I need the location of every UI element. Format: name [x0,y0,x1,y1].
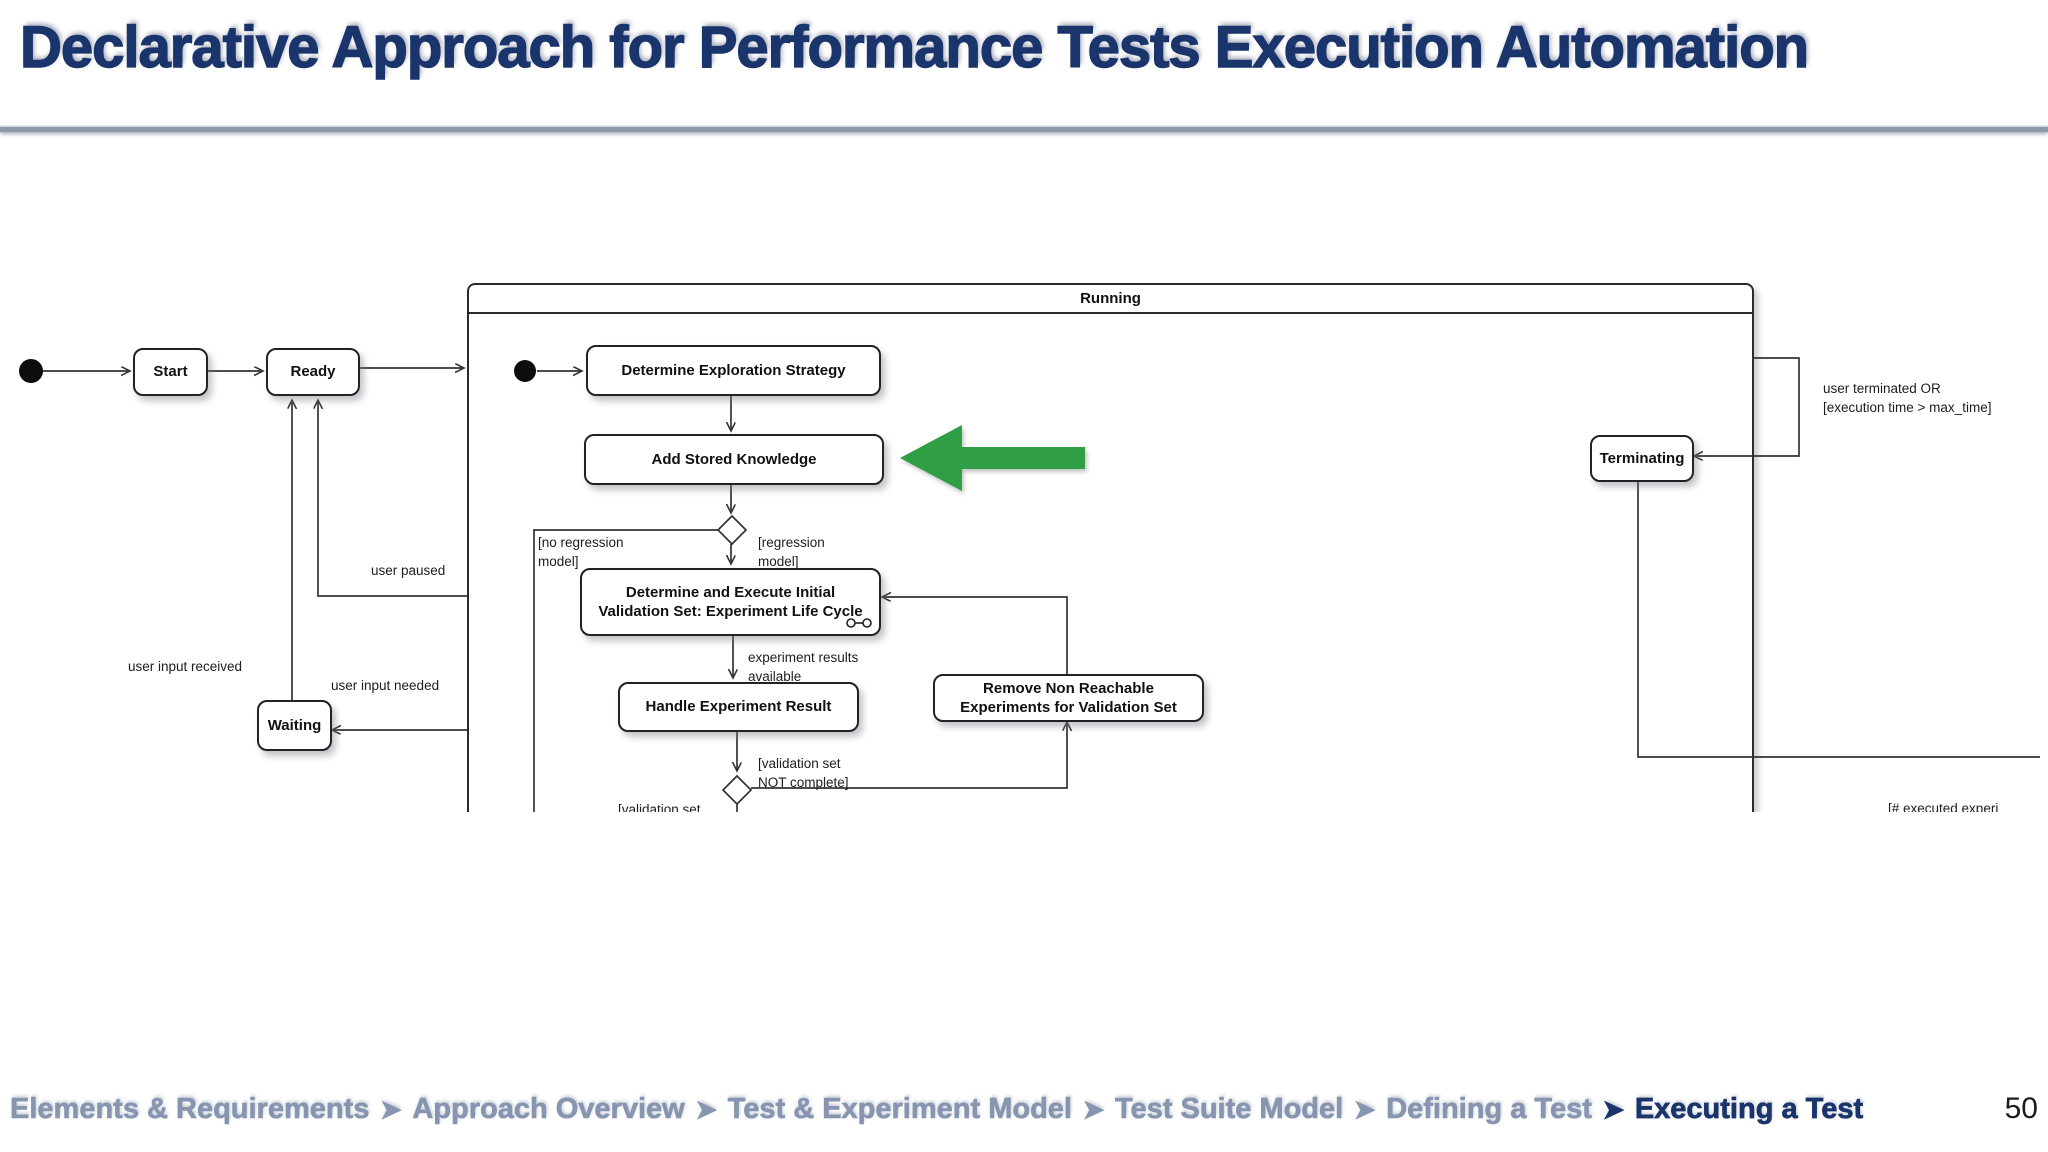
transition-running-to-ready [318,400,467,597]
guard-executed-experiments-partial: [# executed experi [1888,801,1999,812]
action-remove-non-reachable: Remove Non Reachable Experiments for Val… [933,674,1204,722]
state-diagram-canvas [19,357,2040,812]
inner-initial-state-dot [514,360,536,382]
state-waiting: Waiting [257,700,332,751]
state-ready: Ready [266,348,360,396]
action-determine-exploration-strategy: Determine Exploration Strategy [586,345,881,396]
guard-validation-set-not-complete: [validation set NOT complete] [758,756,849,790]
transition-running-to-terminating [1694,357,1800,456]
breadcrumb-separator-icon: ➤ [1602,1096,1625,1125]
guard-validation-set-partial: [validation set [618,802,701,812]
guard-no-regression-model: [no regression model] [538,535,624,569]
label-user-input-needed: user input needed [331,678,440,693]
breadcrumb-item-defining-a-test: Defining a Test [1386,1093,1592,1126]
breadcrumb-item-approach-overview: Approach Overview [412,1093,685,1126]
label-user-paused: user paused [371,563,446,578]
breadcrumb: Elements & Requirements ➤ Approach Overv… [10,1092,2038,1126]
guard-user-terminated: user terminated OR [execution time > max… [1823,381,1992,415]
action-determine-execute-initial-validation: Determine and Execute Initial Validation… [580,568,881,636]
transition-terminating-down-clipped [1637,478,2040,758]
decision-diamond-validation [721,774,753,806]
breadcrumb-item-test-suite-model: Test Suite Model [1114,1093,1344,1126]
breadcrumb-separator-icon: ➤ [695,1096,717,1125]
action-add-stored-knowledge: Add Stored Knowledge [584,434,884,485]
state-start: Start [133,348,208,396]
initial-state-dot [19,359,43,383]
breadcrumb-item-elements-requirements: Elements & Requirements [10,1093,370,1126]
running-state-title: Running [469,285,1752,314]
page-number: 50 [2004,1092,2038,1125]
label-experiment-results-available: experiment results available [748,650,859,684]
breadcrumb-item-executing-a-test: Executing a Test [1634,1093,1864,1126]
action-handle-experiment-result: Handle Experiment Result [618,682,859,732]
composite-state-icon [846,618,872,628]
transition-not-complete-to-remove [751,722,1067,789]
label-user-input-received: user input received [128,659,243,674]
decision-diamond-regression [716,514,748,546]
guard-regression-model: [regression model] [758,535,825,569]
running-composite-state: Running [467,283,1754,812]
breadcrumb-item-test-experiment-model: Test & Experiment Model [727,1093,1072,1126]
highlight-arrow-icon [900,425,1085,491]
slide-title: Declarative Approach for Performance Tes… [19,14,1809,80]
breadcrumb-separator-icon: ➤ [1082,1096,1105,1125]
breadcrumb-separator-icon: ➤ [1354,1096,1376,1125]
header-divider [0,127,2048,132]
transition-remove-to-determine-execute [882,597,1068,674]
state-diagram: Running [19,283,2040,812]
state-terminating: Terminating [1590,435,1694,482]
transition-no-regression-branch [533,529,718,812]
breadcrumb-separator-icon: ➤ [380,1096,402,1125]
